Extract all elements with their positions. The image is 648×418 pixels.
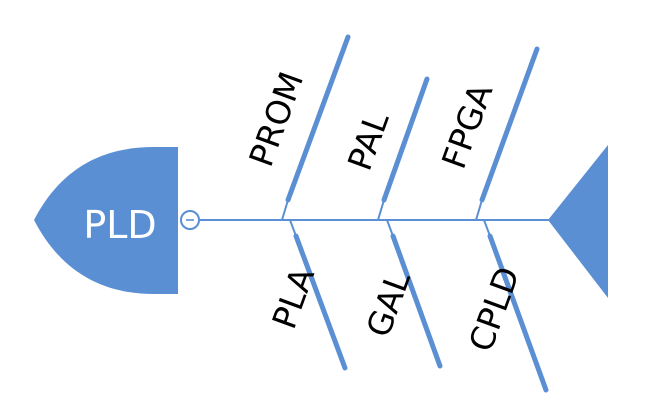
fish-head <box>34 147 178 294</box>
top-bone-1 <box>281 34 351 221</box>
bottom-bone-1 <box>289 219 348 371</box>
head-label: PLD <box>83 203 156 247</box>
top-bone-2 <box>377 76 430 221</box>
bottom-bone-3 <box>483 219 549 393</box>
bottom-bone-2 <box>386 219 443 369</box>
fish-tail <box>548 145 608 298</box>
minus-circle-icon[interactable] <box>180 210 200 230</box>
category-label-fpga: FPGA <box>434 78 501 174</box>
category-label-prom: PROM <box>241 67 311 172</box>
top-bone-3 <box>475 46 540 221</box>
category-label-pla: PLA <box>264 262 322 334</box>
category-label-pal: PAL <box>340 106 397 175</box>
category-label-gal: GAL <box>358 266 418 342</box>
